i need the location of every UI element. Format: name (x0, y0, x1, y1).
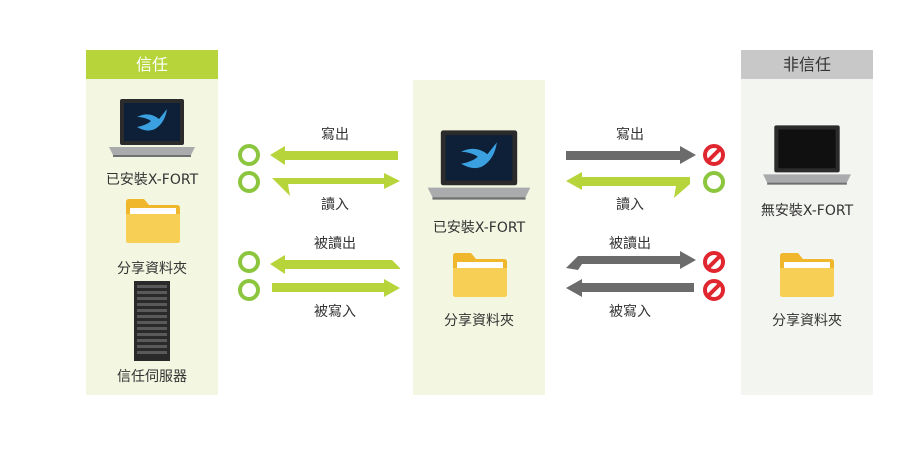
left-write-by-arrow (272, 279, 400, 297)
laptop-icon (427, 130, 531, 200)
red-prohibited-icon (703, 279, 725, 301)
left-write-label: 寫出 (321, 127, 349, 143)
green-ring-icon (238, 279, 260, 301)
right-read-arrow (566, 172, 690, 198)
red-prohibited-icon (703, 251, 725, 273)
red-prohibited-icon (703, 144, 725, 166)
left-read-by-arrow (270, 255, 400, 274)
folder-icon (780, 253, 834, 297)
left-read-label: 讀入 (321, 197, 349, 213)
folder-icon (126, 199, 180, 243)
untrusted-header: 非信任 (741, 50, 873, 79)
green-ring-icon (238, 171, 260, 193)
right-write-label: 寫出 (616, 127, 644, 143)
right-read-by-arrow (566, 251, 696, 270)
trusted-server-label: 信任伺服器 (117, 369, 187, 385)
green-ring-icon (703, 171, 725, 193)
right-write-by-arrow (566, 279, 694, 297)
trusted-header: 信任 (86, 50, 218, 79)
trusted-laptop-label: 已安裝X-FORT (105, 172, 199, 188)
left-write-by-label: 被寫入 (314, 304, 356, 320)
untrusted-panel: 非信任 (741, 50, 873, 395)
left-write-arrow (270, 146, 398, 165)
untrusted-folder-label: 分享資料夾 (772, 313, 842, 329)
right-read-by-label: 被讀出 (609, 236, 651, 252)
untrusted-laptop-label: 無安裝X-FORT (760, 203, 854, 219)
right-read-label: 讀入 (616, 197, 644, 213)
right-write-arrow (566, 146, 696, 164)
left-read-arrow (272, 173, 400, 196)
center-laptop-label: 已安裝X-FORT (432, 220, 526, 236)
laptop-icon (109, 99, 195, 157)
right-write-by-label: 被寫入 (609, 304, 651, 320)
trusted-folder-label: 分享資料夾 (117, 261, 187, 277)
folder-icon (453, 253, 507, 297)
center-folder-label: 分享資料夾 (444, 313, 514, 329)
left-read-by-label: 被讀出 (314, 236, 356, 252)
laptop-icon (763, 125, 851, 185)
server-rack-icon (134, 281, 170, 361)
green-ring-icon (238, 251, 260, 273)
green-ring-icon (238, 144, 260, 166)
